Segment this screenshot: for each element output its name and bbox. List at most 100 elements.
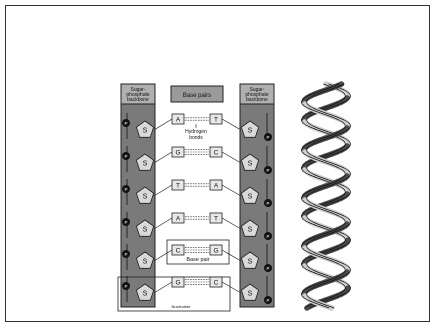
helix-strand-b-edge xyxy=(323,87,330,91)
helix-strand-a-edge xyxy=(349,143,351,147)
helix-strand-b-edge xyxy=(317,137,324,141)
helix-strand-a-edge xyxy=(338,89,343,93)
left-phosphate-label: P xyxy=(124,220,127,225)
helix-strand-a-edge xyxy=(307,111,313,115)
helix-strand-b-edge xyxy=(347,217,351,221)
helix-strand-b-edge xyxy=(322,233,329,237)
helix-strand-b-edge xyxy=(343,273,348,277)
right-phosphate xyxy=(264,133,272,141)
left-glycosidic-bond xyxy=(153,217,173,230)
helix-strand-a-edge xyxy=(301,165,303,169)
hydrogen-bonds-label-2: bonds xyxy=(189,135,203,141)
left-base-label: T xyxy=(176,183,180,190)
helix-strand-a-edge xyxy=(306,119,308,123)
helix-strand-b-edge xyxy=(301,147,303,151)
helix-strand-a-edge xyxy=(307,255,313,259)
left-base-label: A xyxy=(176,216,181,223)
helix-strand-b-edge xyxy=(338,263,343,267)
helix-strand-b-edge xyxy=(312,283,318,287)
helix-strand-a-edge xyxy=(312,173,318,177)
helix-strand-a-edge xyxy=(304,209,309,213)
left-base-label: G xyxy=(175,280,180,287)
helix-strand-b-edge xyxy=(322,303,329,307)
helix-strand-b-edge xyxy=(343,225,348,229)
helix-strand-b-edge xyxy=(309,249,314,253)
helix-strand-b-edge xyxy=(317,233,324,237)
helix-strand-b-edge xyxy=(328,115,335,119)
helix-strand-b-edge xyxy=(328,133,335,137)
helix-strand-b-edge xyxy=(317,283,324,287)
helix-strand-a-edge xyxy=(323,227,330,231)
helix-strand-b-edge xyxy=(328,259,335,263)
helix-strand-b-edge xyxy=(349,173,351,177)
helix-strand-b-edge xyxy=(328,231,335,235)
helix-strand-b-edge xyxy=(317,187,324,191)
helix-strand-a-edge xyxy=(344,191,346,195)
helix-strand-a-edge xyxy=(306,167,308,171)
helix-strand-b-edge xyxy=(334,213,340,217)
right-backbone-label-1: Sugar- xyxy=(249,87,264,93)
helix-strand-a-edge xyxy=(343,99,348,103)
helix-strand-b-edge xyxy=(307,141,313,145)
helix-strand-a-edge xyxy=(328,295,335,299)
helix-strand-a-edge xyxy=(343,89,348,93)
helix-strand-b-edge xyxy=(312,253,318,257)
helix-strand-a-edge xyxy=(323,249,330,253)
helix-strand-b-edge xyxy=(312,93,318,97)
helix-strand-b-edge xyxy=(339,131,345,135)
helix-strand-b-edge xyxy=(343,129,348,133)
base-pairs-header-label: Base pairs xyxy=(183,93,211,99)
left-sugar-label: S xyxy=(143,291,148,298)
helix-strand-b-edge xyxy=(338,225,343,229)
helix-strand-a-edge xyxy=(322,225,329,229)
helix-strand-a-edge xyxy=(304,161,309,165)
helix-strand-a-edge xyxy=(312,271,318,275)
helix-strand-a-edge xyxy=(307,207,313,211)
helix-strand-a-edge xyxy=(301,259,305,263)
right-base-label: T xyxy=(214,216,218,223)
helix-strand-b-edge xyxy=(307,241,310,245)
helix-strand-b-edge xyxy=(323,183,330,187)
left-base-label: C xyxy=(176,248,181,255)
helix-strand-b-edge xyxy=(322,89,329,93)
helix-strand-a-edge xyxy=(312,223,318,227)
helix-strand-a-edge xyxy=(349,287,351,291)
helix-strand-a-edge xyxy=(317,177,324,181)
helix-strand-a-edge xyxy=(344,141,346,145)
helix-strand-b-edge xyxy=(312,285,318,289)
helix-strand-a-edge xyxy=(317,271,324,275)
helix-strand-b-edge xyxy=(334,181,340,185)
helix-strand-b-edge xyxy=(307,103,310,107)
helix-strand-b-edge xyxy=(347,271,351,275)
helix-strand-a-edge xyxy=(323,201,330,205)
helix-strand-b-edge xyxy=(334,277,340,281)
helix-strand-b-edge xyxy=(334,133,340,137)
helix-strand-a-edge xyxy=(334,295,340,299)
helix-strand-b-edge xyxy=(306,245,308,249)
left-backbone-label-3: backbone xyxy=(127,97,149,103)
helix-strand-b-edge xyxy=(312,91,318,95)
helix-strand-b-edge xyxy=(342,169,345,173)
helix-strand-a-edge xyxy=(307,259,310,263)
helix-strand-b-edge xyxy=(339,165,345,169)
left-base xyxy=(171,212,185,224)
right-sugar-label: S xyxy=(248,128,253,135)
left-phosphate xyxy=(122,218,130,226)
right-phosphate-label: P xyxy=(266,201,269,206)
helix-strand-b-edge xyxy=(323,257,330,261)
helix-strand-a-edge xyxy=(347,241,351,245)
helix-strand-a-edge xyxy=(309,171,314,175)
helix-strand-b-edge xyxy=(304,143,309,147)
helix-strand-b-edge xyxy=(307,199,310,203)
helix-strand-b-edge xyxy=(323,279,330,283)
helix-strand-a-edge xyxy=(317,127,324,131)
helix-strand-b-edge xyxy=(309,239,314,243)
helix-strand-a-edge xyxy=(301,167,303,171)
helix-strand-a-edge xyxy=(334,293,340,297)
helix-strand-b-edge xyxy=(317,89,324,93)
helix-strand-b-edge xyxy=(343,177,348,181)
helix-strand-b-edge xyxy=(317,185,324,189)
helix-strand-b-edge xyxy=(349,123,351,127)
helix-strand-b-edge xyxy=(342,127,345,131)
helix-strand-b-edge xyxy=(312,157,318,161)
